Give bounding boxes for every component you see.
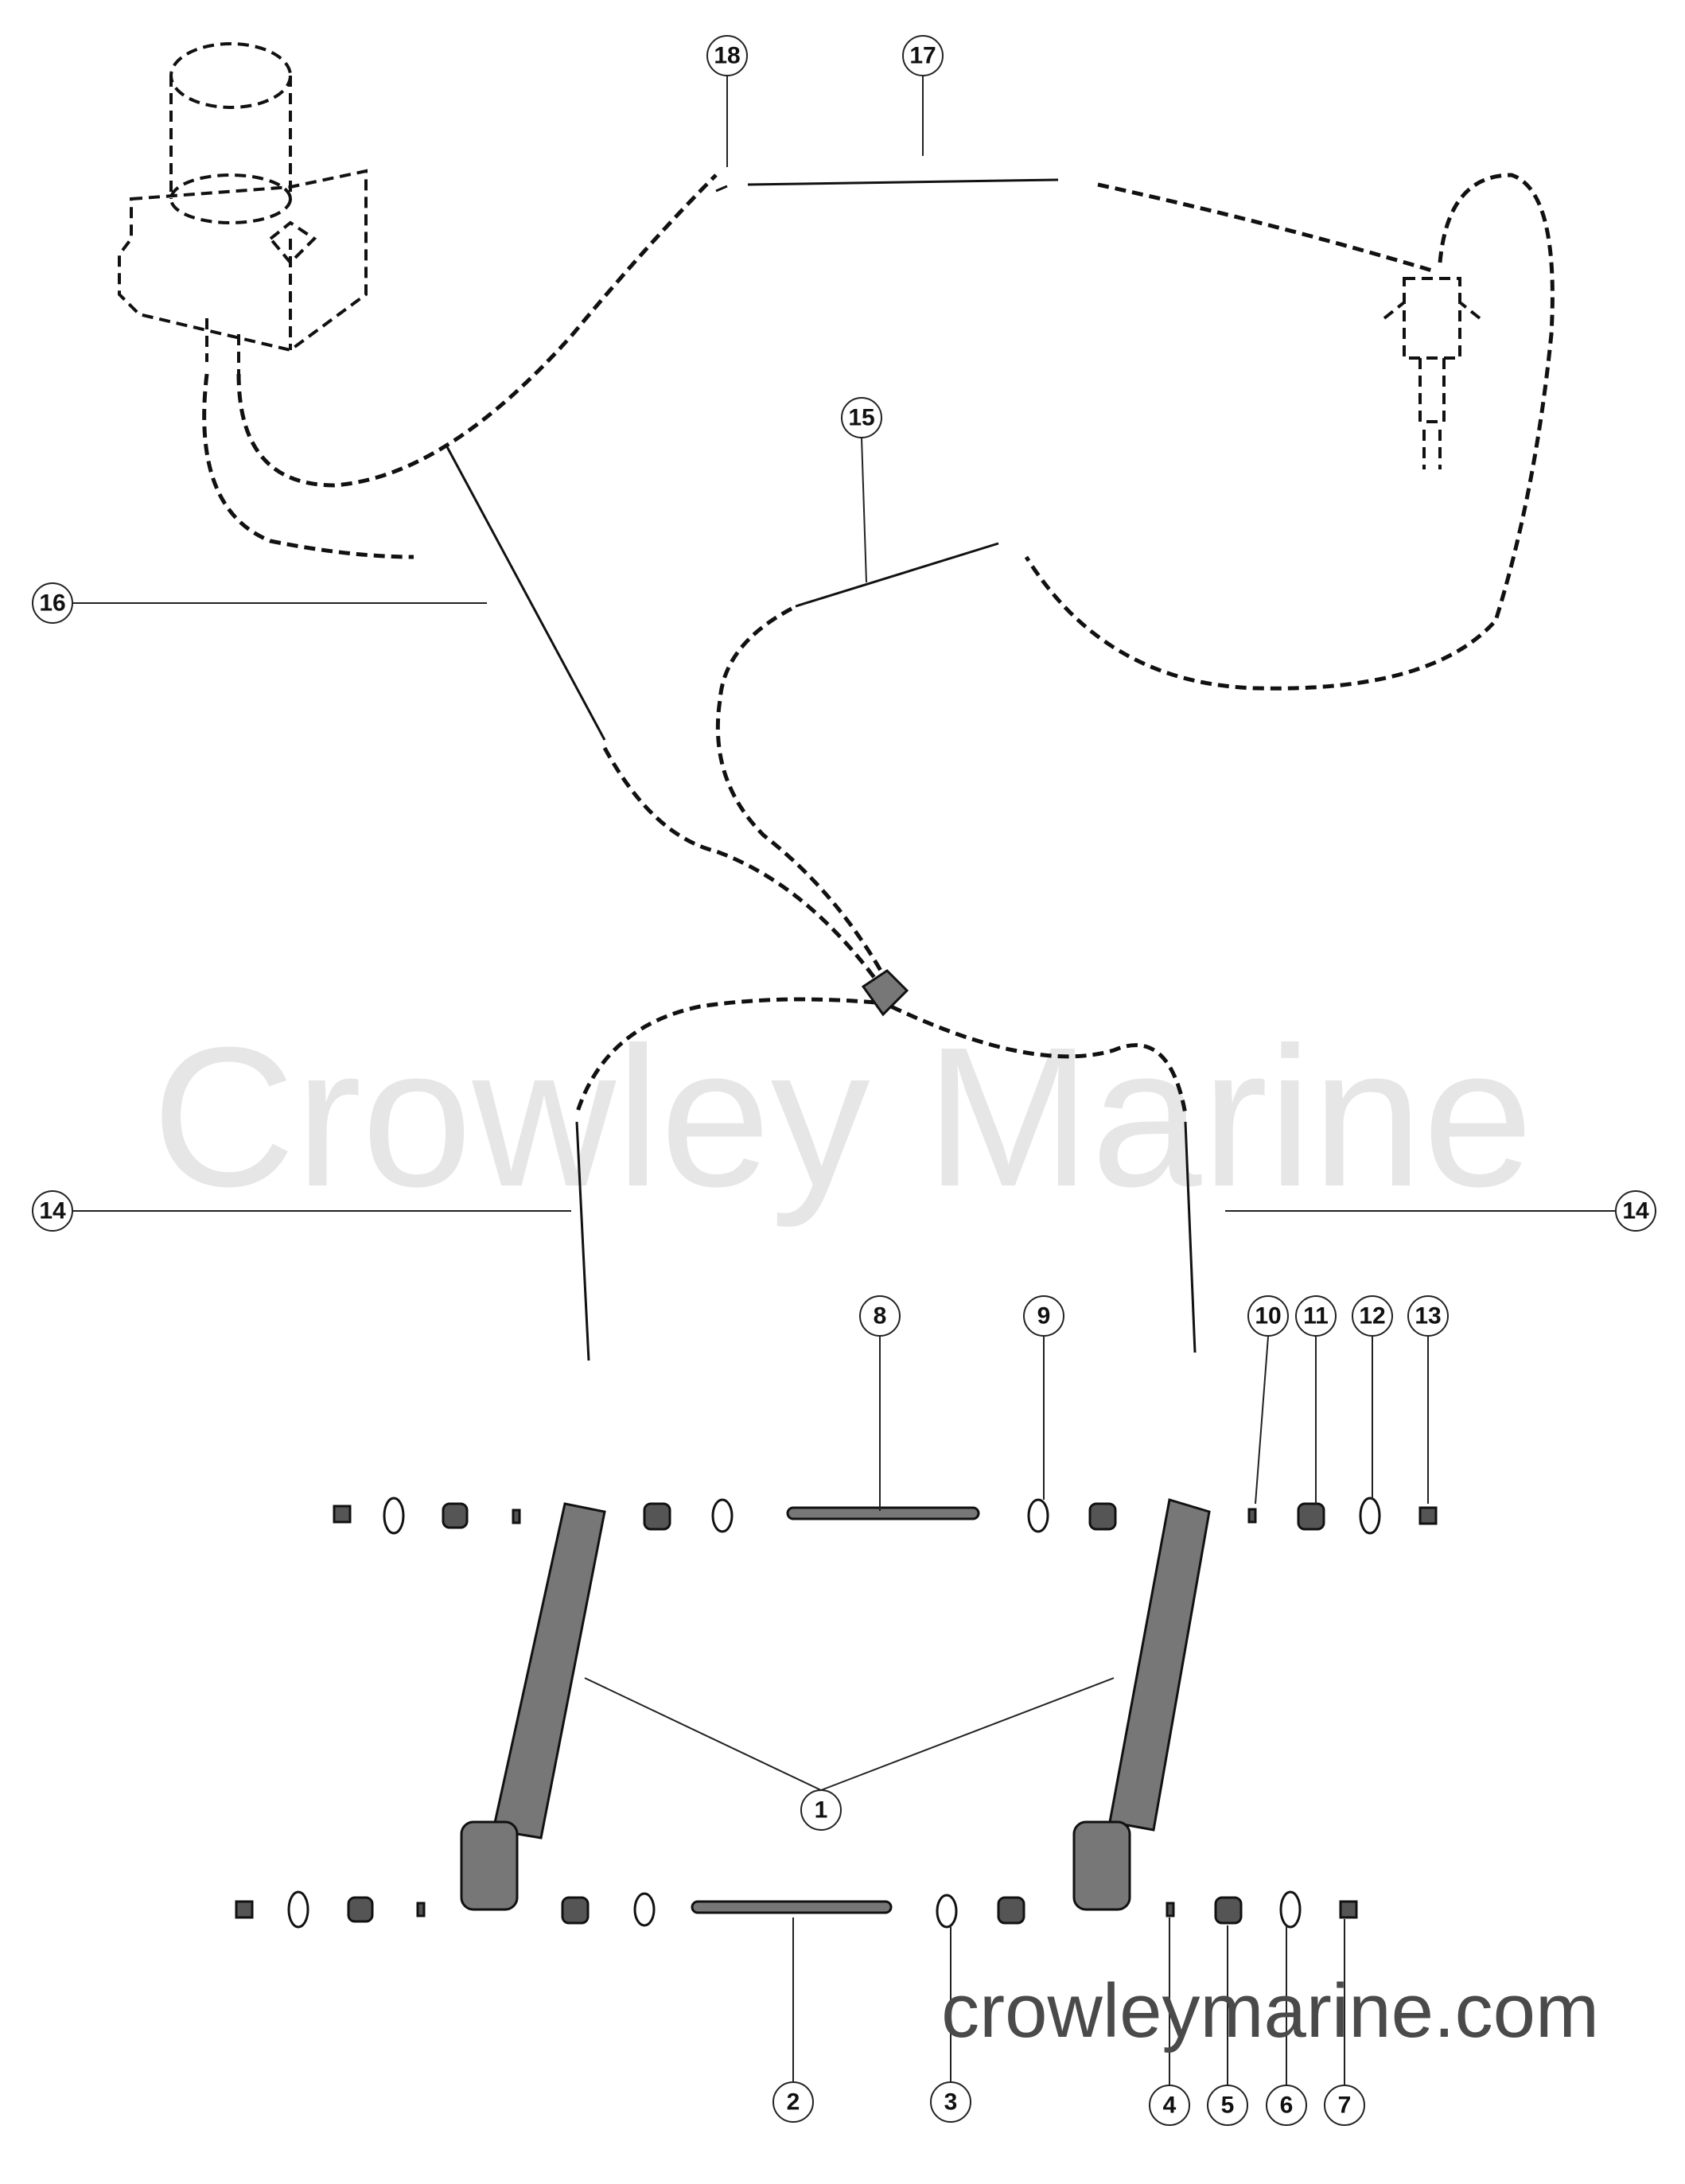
cylinder-left (492, 1502, 606, 1839)
callout-14-right: 14 (1615, 1190, 1656, 1232)
svg-text:5: 5 (1221, 2093, 1235, 2119)
hose-15 (795, 542, 999, 608)
pin-8 (786, 1506, 980, 1520)
svg-text:2: 2 (787, 2089, 800, 2116)
watermark-url: crowleymarine.com (941, 1968, 1599, 2054)
callout-12: 12 (1352, 1295, 1393, 1337)
svg-text:15: 15 (848, 405, 874, 431)
callout-8: 8 (859, 1295, 901, 1337)
callout-13: 13 (1407, 1295, 1449, 1337)
svg-text:1: 1 (815, 1797, 828, 1824)
callout-1: 1 (800, 1789, 842, 1831)
trim-sender (1383, 277, 1481, 469)
hydraulic-lines (202, 173, 1555, 1115)
svg-text:18: 18 (714, 43, 740, 69)
svg-text:9: 9 (1037, 1303, 1051, 1329)
svg-text:10: 10 (1255, 1303, 1281, 1329)
cylinder-right (1108, 1498, 1211, 1832)
callout-7: 7 (1324, 2085, 1365, 2126)
hoses (444, 178, 1197, 1361)
callouts: 18 17 15 16 14 14 8 9 10 11 12 13 1 2 3 … (32, 35, 1656, 2126)
cylinder-left-rod-end (460, 1820, 519, 1911)
svg-text:12: 12 (1359, 1303, 1385, 1329)
watermark-text: Crowley Marine (152, 1006, 1534, 1228)
callout-15: 15 (841, 397, 882, 438)
callout-2: 2 (772, 2081, 814, 2123)
hose-14-left (575, 1121, 590, 1361)
callout-17: 17 (902, 35, 944, 76)
svg-text:3: 3 (944, 2089, 958, 2116)
svg-text:13: 13 (1415, 1303, 1441, 1329)
callout-6: 6 (1266, 2085, 1307, 2126)
svg-text:14: 14 (1622, 1198, 1649, 1224)
callout-5: 5 (1207, 2085, 1248, 2126)
svg-text:16: 16 (39, 590, 65, 617)
svg-text:4: 4 (1163, 2093, 1177, 2119)
pump-motor-outline (118, 42, 368, 374)
callout-10: 10 (1247, 1295, 1289, 1337)
hardware (235, 1497, 1438, 1929)
hose-14-right (1184, 1121, 1197, 1353)
tee-fitting (861, 969, 909, 1017)
hose-17 (747, 178, 1059, 186)
callout-3: 3 (930, 2081, 971, 2123)
svg-text:6: 6 (1280, 2093, 1294, 2119)
callout-4: 4 (1149, 2085, 1190, 2126)
callout-14-left: 14 (32, 1190, 73, 1232)
callout-18: 18 (706, 35, 748, 76)
svg-text:7: 7 (1338, 2093, 1352, 2119)
hose-16 (444, 443, 606, 741)
cylinder-right-rod-end (1072, 1820, 1131, 1911)
svg-text:8: 8 (874, 1303, 887, 1329)
fitting-18 (715, 185, 728, 193)
svg-text:17: 17 (909, 43, 936, 69)
leader-lines (73, 76, 1615, 2085)
callout-11: 11 (1295, 1295, 1337, 1337)
svg-text:14: 14 (39, 1198, 66, 1224)
trim-cylinders (460, 1498, 1211, 1911)
callout-16: 16 (32, 582, 73, 624)
svg-text:11: 11 (1303, 1303, 1329, 1329)
callout-9: 9 (1023, 1295, 1064, 1337)
pin-2 (691, 1900, 893, 1914)
